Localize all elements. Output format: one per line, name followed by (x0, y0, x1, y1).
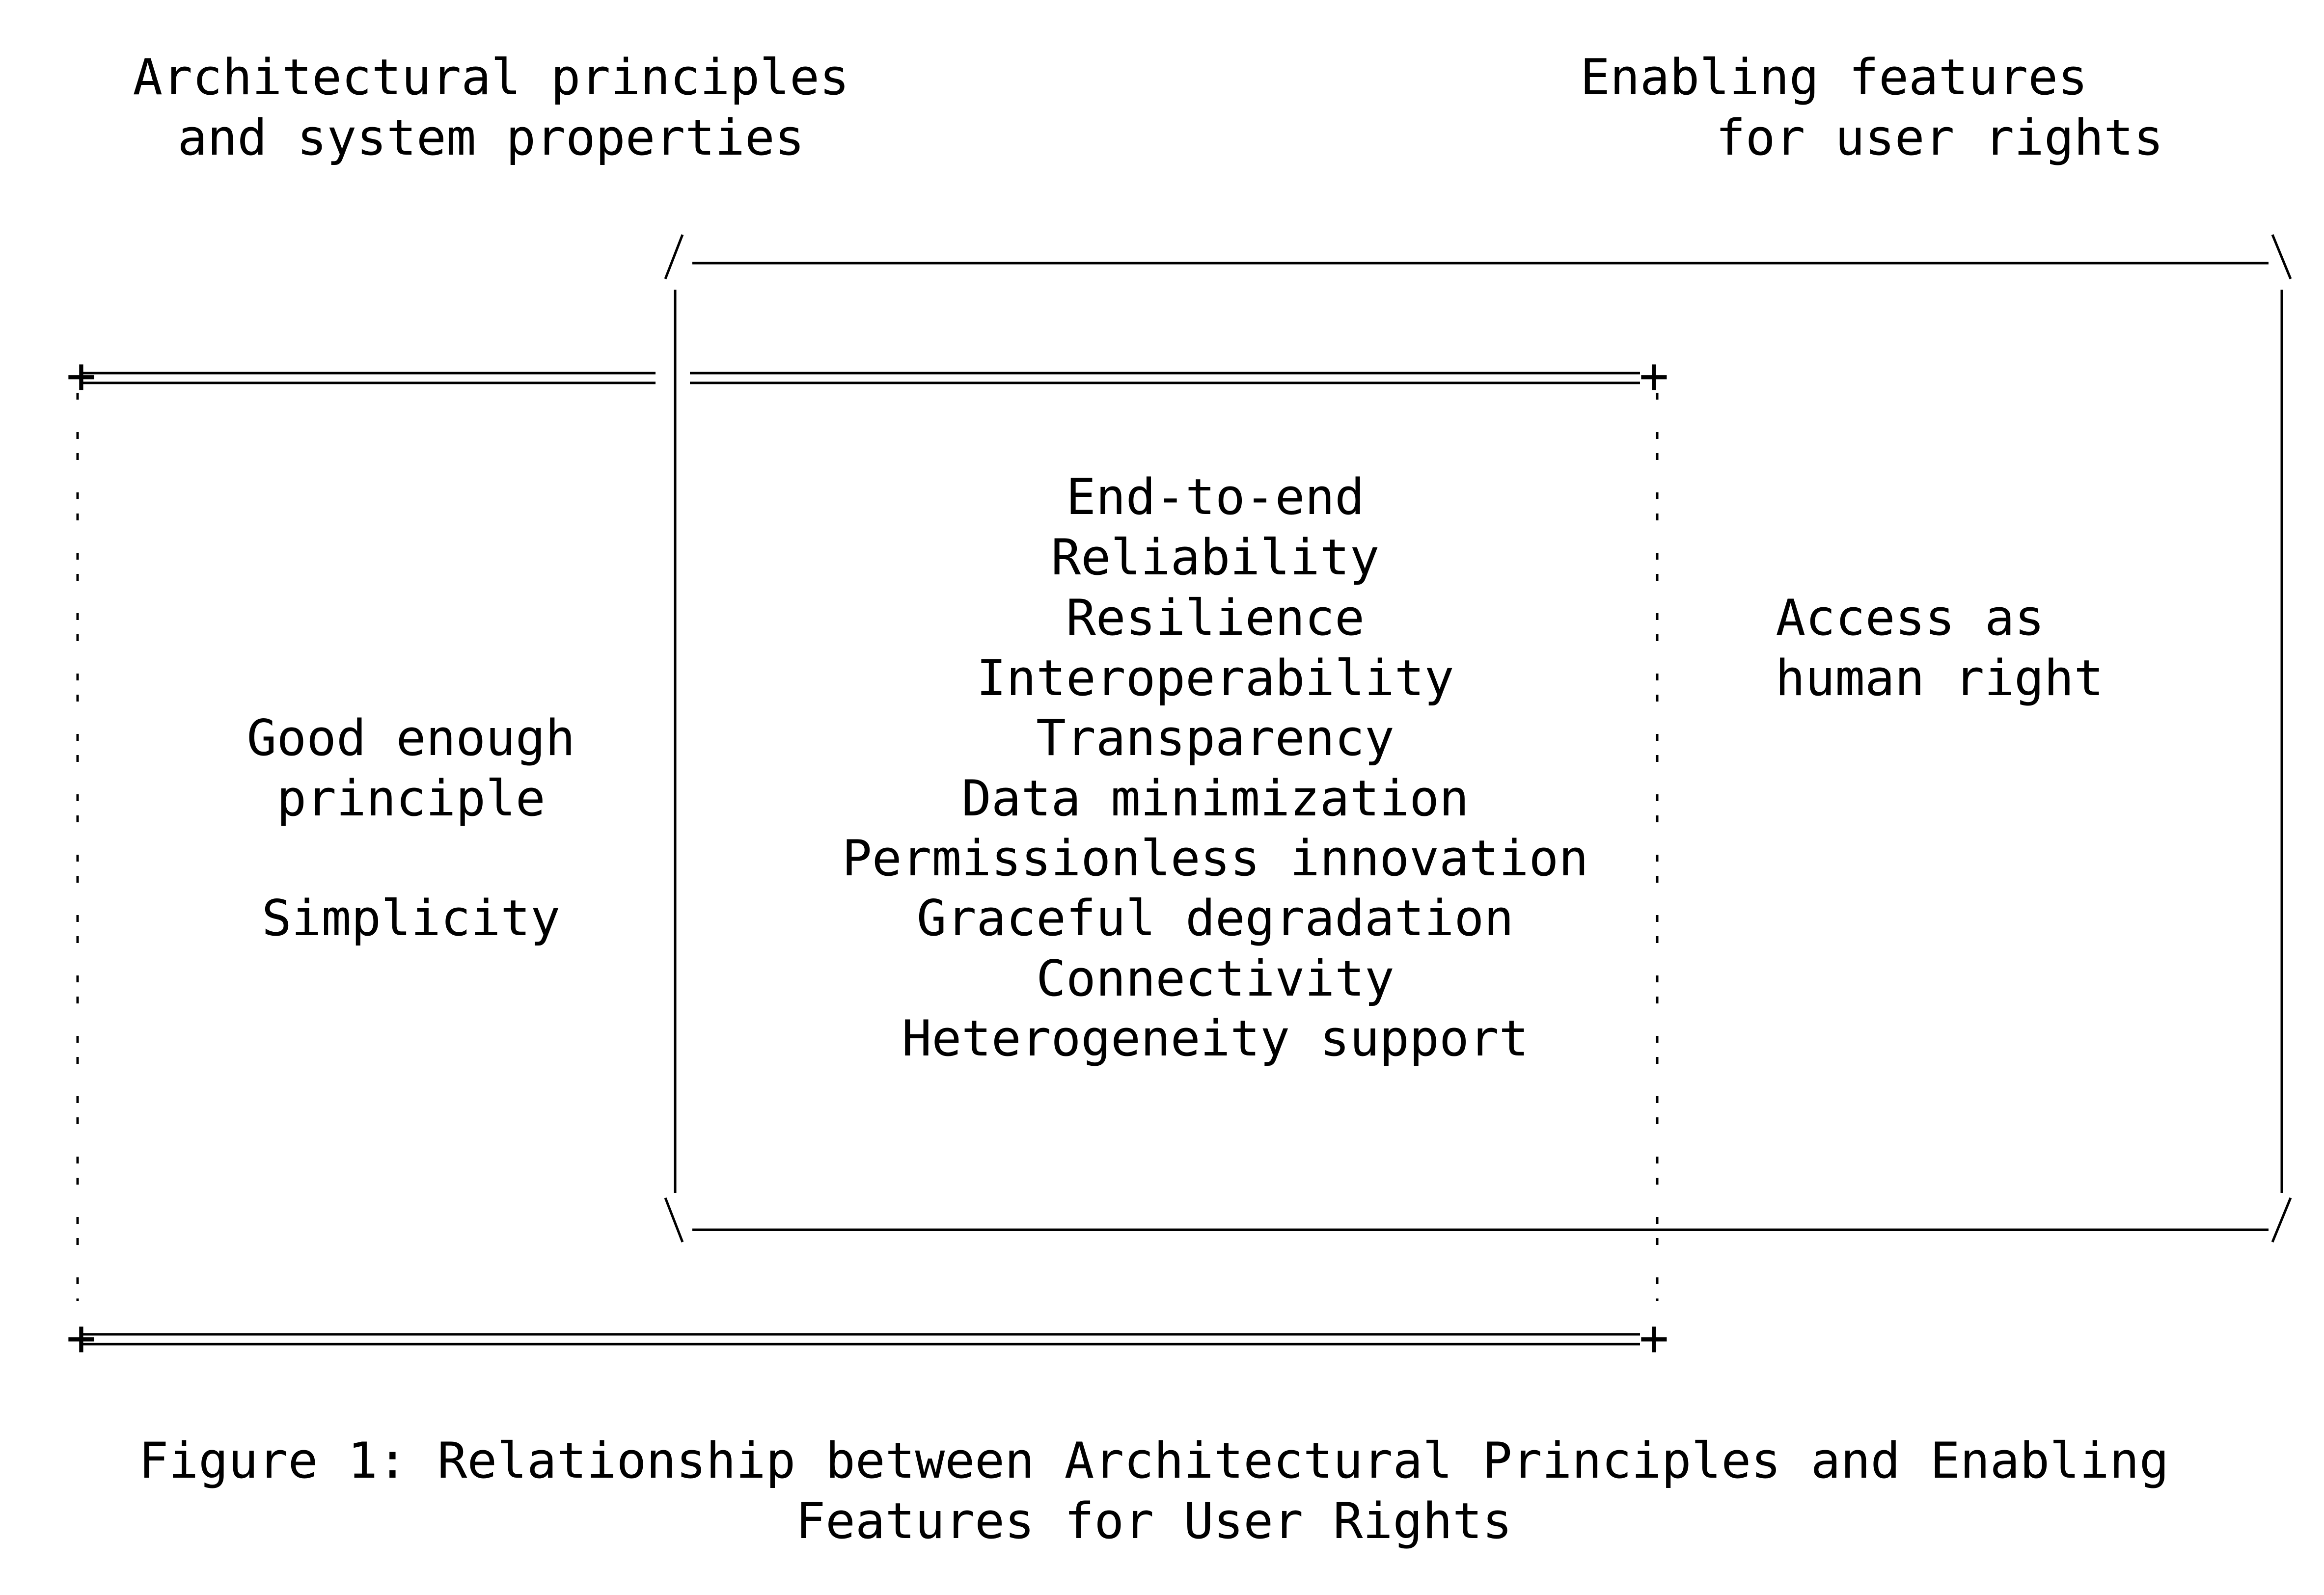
caption-line-1: Figure 1: Relationship between Architect… (139, 1432, 2169, 1489)
right-heading-line-2: for user rights (1716, 108, 2163, 166)
caption-line-2: Features for User Rights (795, 1492, 1512, 1550)
property-interoperability: Interoperability (977, 649, 1454, 707)
property-reliability: Reliability (1051, 528, 1380, 586)
access-line-2: human right (1776, 649, 2104, 707)
principles-left-column: Good enough principle Simplicity (247, 709, 575, 947)
simplicity-label: Simplicity (262, 889, 560, 947)
enabling-features-box (664, 234, 2292, 1243)
enabling-box-corner-top-left (664, 234, 684, 279)
left-heading: Architectural principles and system prop… (133, 48, 849, 166)
corner-plus-bottom-left: + (66, 1309, 96, 1367)
good-enough-line-2: principle (276, 769, 545, 827)
left-heading-line-2: and system properties (178, 108, 805, 166)
property-connectivity: Connectivity (1036, 949, 1394, 1007)
enabling-box-corner-bottom-left (664, 1197, 684, 1243)
access-line-1: Access as (1776, 589, 2044, 647)
property-resilience: Resilience (1066, 589, 1365, 647)
corner-plus-top-left: + (66, 347, 96, 405)
right-heading-line-1: Enabling features (1580, 48, 2088, 106)
property-graceful-degradation: Graceful degradation (917, 889, 1514, 947)
enabling-box-corner-bottom-right (2271, 1197, 2292, 1243)
enabling-box-corner-top-right (2271, 234, 2292, 279)
property-permissionless-innovation: Permissionless innovation (842, 829, 1588, 887)
property-heterogeneity-support: Heterogeneity support (902, 1009, 1529, 1067)
outer-principles-box: + + + + (66, 347, 1669, 1367)
good-enough-line-1: Good enough (247, 709, 575, 767)
corner-plus-bottom-right: + (1639, 1309, 1669, 1367)
property-transparency: Transparency (1036, 709, 1394, 767)
figure-caption: Figure 1: Relationship between Architect… (139, 1432, 2169, 1550)
user-rights-column: Access as human right (1776, 589, 2104, 707)
system-properties-list: End-to-end Reliability Resilience Intero… (842, 468, 1588, 1067)
right-heading: Enabling features for user rights (1580, 48, 2163, 166)
corner-plus-top-right: + (1639, 347, 1669, 405)
property-end-to-end: End-to-end (1066, 468, 1365, 526)
left-heading-line-1: Architectural principles (133, 48, 849, 106)
property-data-minimization: Data minimization (961, 769, 1469, 827)
